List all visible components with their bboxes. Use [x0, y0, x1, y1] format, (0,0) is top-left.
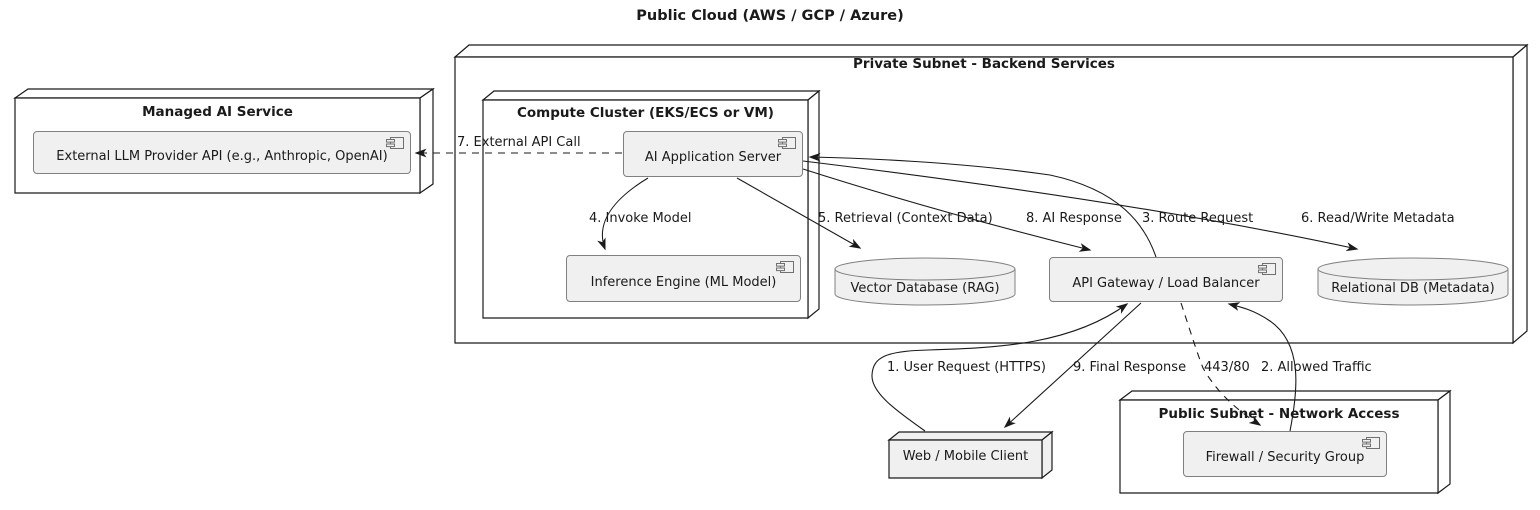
component-label: AI Application Server — [644, 150, 782, 165]
node-title-private-subnet: Private Subnet - Backend Services — [853, 56, 1115, 72]
component-icon — [775, 260, 795, 278]
component-label: API Gateway / Load Balancer — [1072, 275, 1260, 291]
edge-read-write-metadata — [802, 160, 1359, 252]
component-label: Inference Engine (ML Model) — [590, 274, 777, 290]
component-ai-app-server: AI Application Server — [623, 131, 803, 177]
edge-route-request — [808, 152, 1157, 258]
edge-label-read-write-metadata: 6. Read/Write Metadata — [1301, 211, 1455, 226]
edge-label-port-traffic: 443/80 — [1204, 360, 1250, 375]
edge-label-user-request: 1. User Request (HTTPS) — [887, 360, 1046, 375]
component-icon — [1257, 262, 1277, 280]
edge-label-route-request: 3. Route Request — [1142, 211, 1254, 226]
component-inference-engine: Inference Engine (ML Model) — [566, 255, 801, 302]
web-client-label: Web / Mobile Client — [902, 449, 1029, 464]
vector-db-label: Vector Database (RAG) — [850, 281, 1000, 296]
diagram-title: Public Cloud (AWS / GCP / Azure) — [636, 8, 904, 24]
node-title-managed-ai-service: Managed AI Service — [142, 104, 293, 120]
edge-ai-response — [802, 168, 1092, 252]
component-firewall: Firewall / Security Group — [1183, 431, 1387, 477]
component-icon — [1361, 436, 1381, 454]
node-title-compute-cluster: Compute Cluster (EKS/ECS or VM) — [517, 105, 774, 121]
edge-label-invoke-model: 4. Invoke Model — [589, 211, 692, 226]
node-title-public-subnet: Public Subnet - Network Access — [1158, 406, 1400, 422]
edge-label-final-response: 9. Final Response — [1073, 360, 1187, 375]
edge-label-ai-response: 8. AI Response — [1026, 211, 1122, 226]
edge-label-allowed-traffic: 2. Allowed Traffic — [1261, 360, 1372, 375]
component-api-gateway: API Gateway / Load Balancer — [1049, 257, 1283, 302]
edge-label-external-api-call: 7. External API Call — [457, 135, 581, 150]
component-icon — [385, 136, 405, 154]
component-llm-api: External LLM Provider API (e.g., Anthrop… — [33, 131, 411, 174]
component-label: External LLM Provider API (e.g., Anthrop… — [56, 148, 388, 164]
relational-db-label: Relational DB (Metadata) — [1331, 281, 1495, 296]
edge-label-retrieval: 5. Retrieval (Context Data) — [818, 211, 993, 226]
component-label: Firewall / Security Group — [1205, 450, 1365, 465]
component-icon — [777, 136, 797, 154]
